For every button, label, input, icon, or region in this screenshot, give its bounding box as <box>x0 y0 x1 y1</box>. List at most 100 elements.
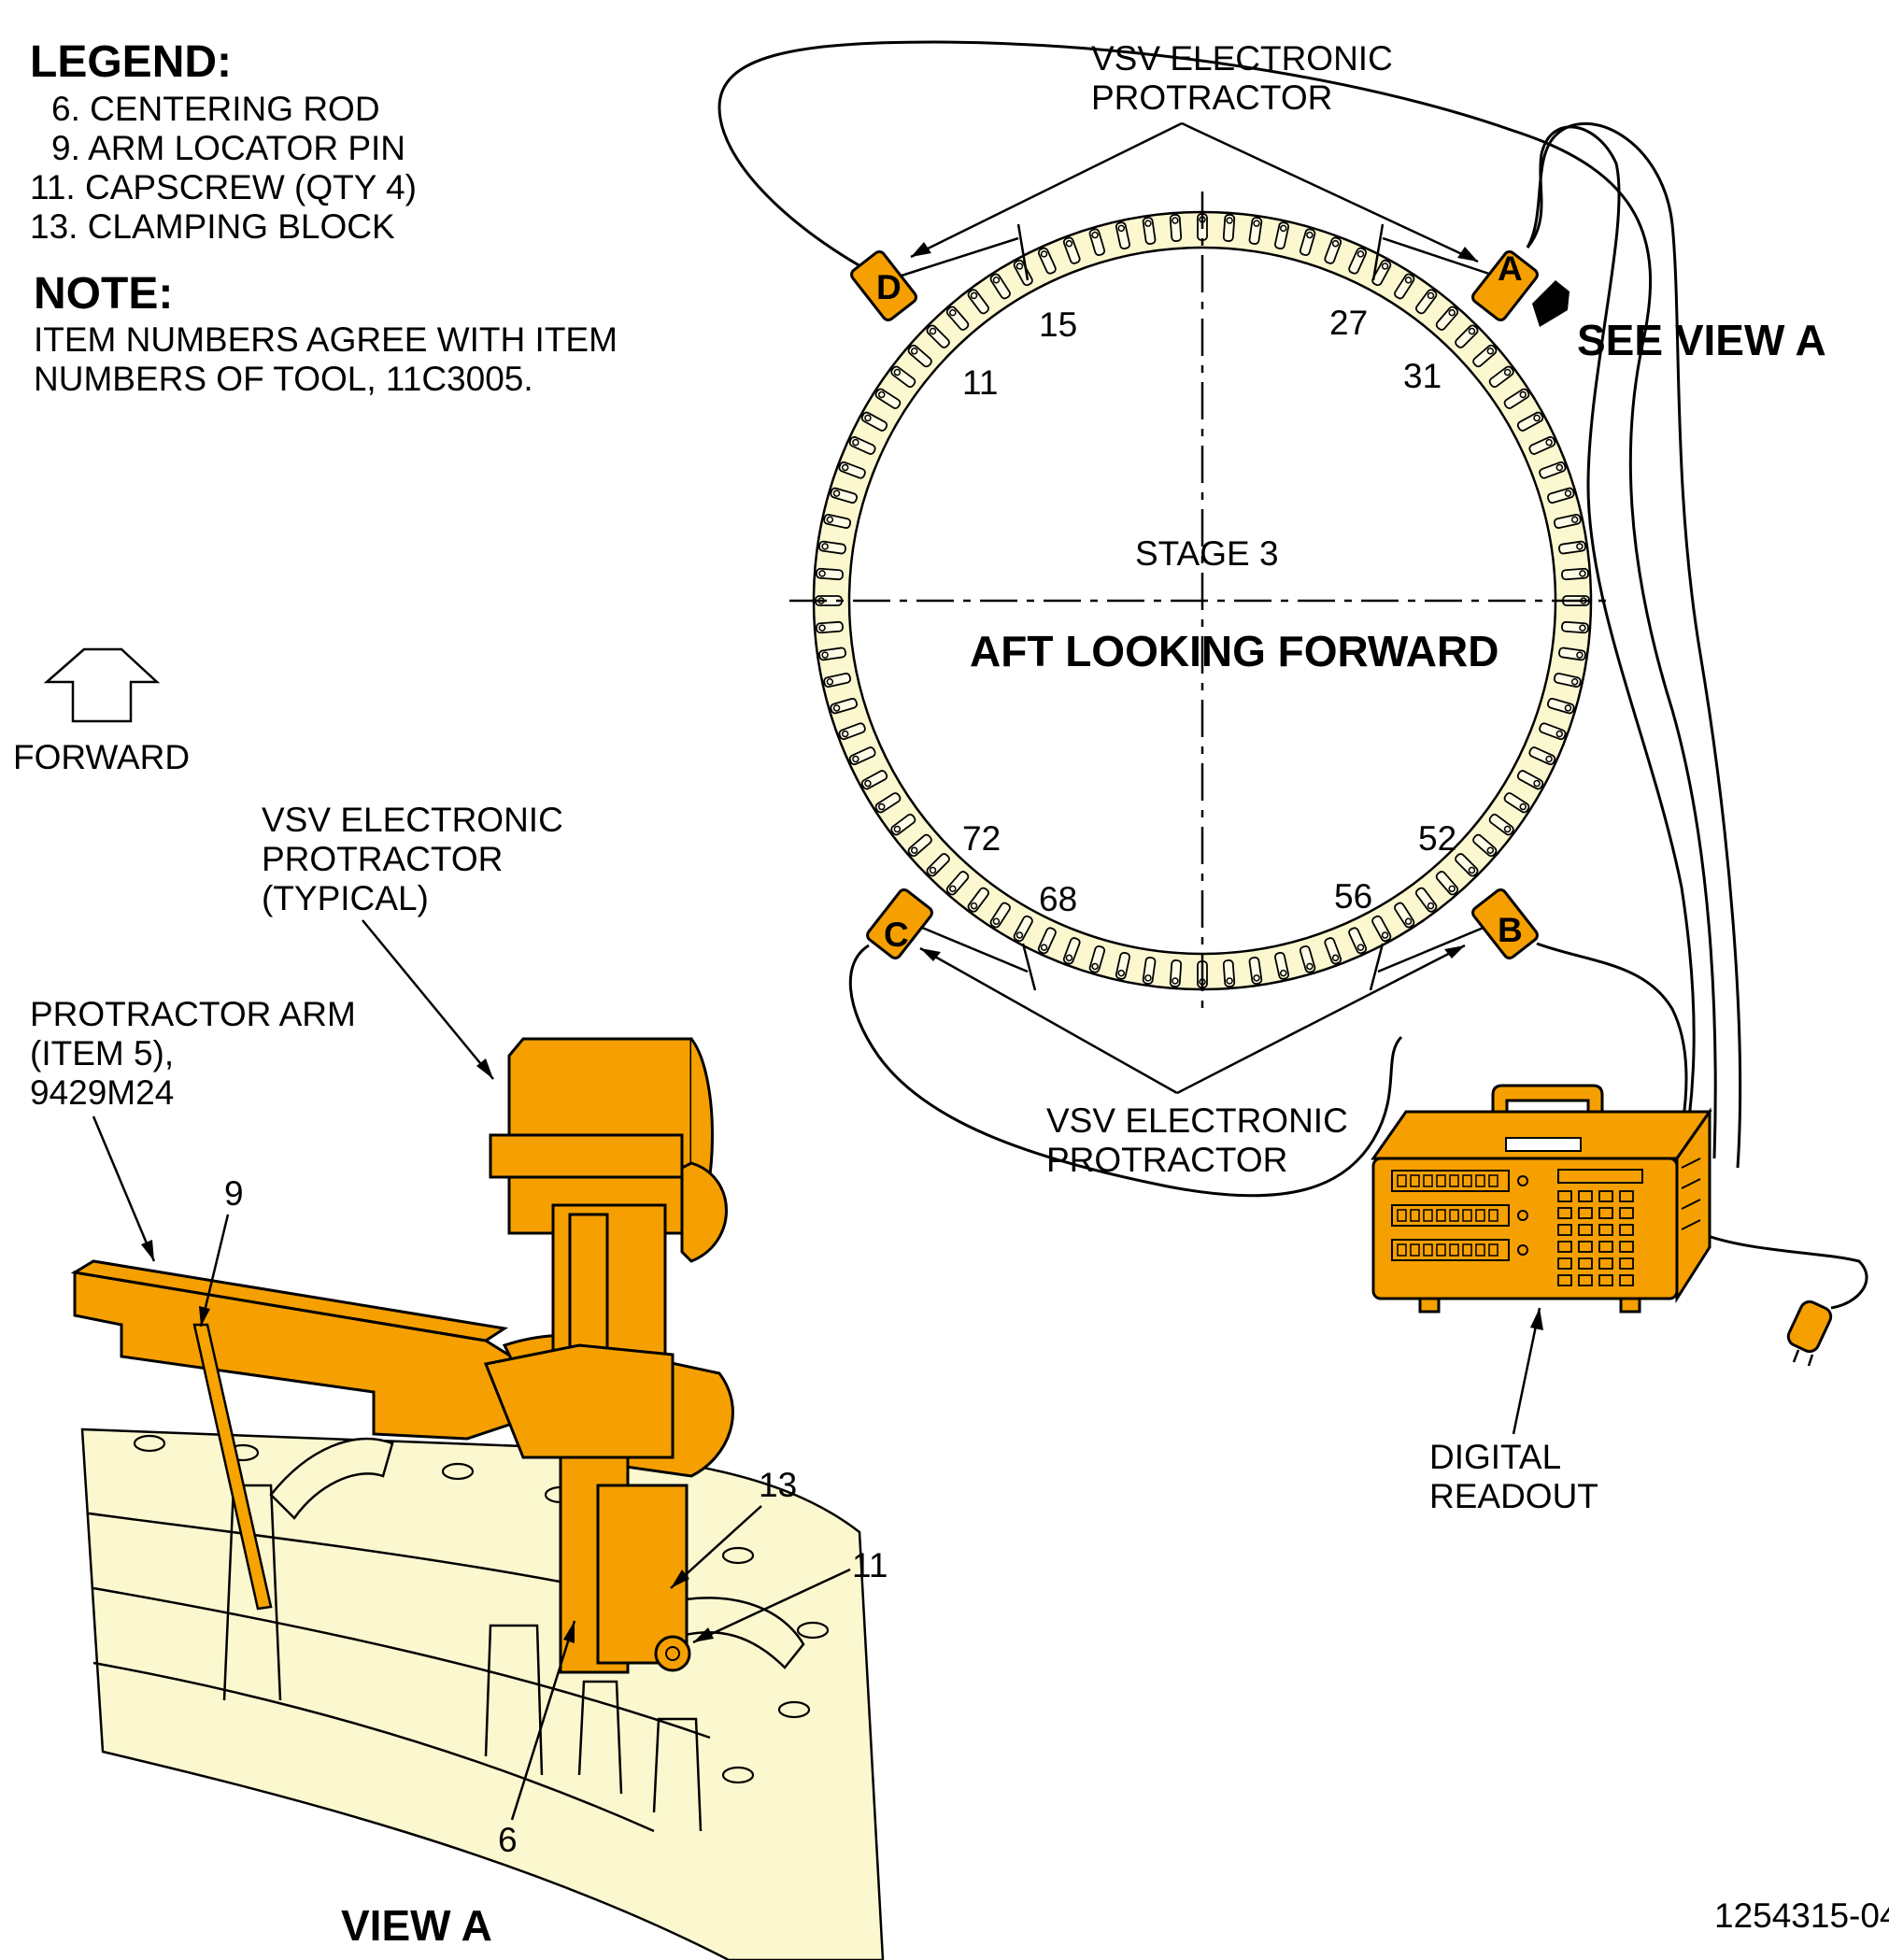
legend-item: 13. CLAMPING BLOCK <box>30 207 395 246</box>
arrowhead <box>1444 945 1465 959</box>
vane-lever <box>1371 259 1392 287</box>
protractor-label-top: PROTRACTOR <box>1091 78 1332 117</box>
vane-lever <box>1324 236 1342 264</box>
vane-lever <box>1037 927 1057 955</box>
vane-lever <box>1528 435 1556 455</box>
vane-lever <box>1088 945 1106 973</box>
vane-lever <box>1274 951 1290 980</box>
callout-number: 11 <box>852 1546 888 1584</box>
vane-number: 56 <box>1334 877 1372 916</box>
vane-lever <box>269 1437 394 1520</box>
vane-lever <box>890 814 916 836</box>
note-line: ITEM NUMBERS AGREE WITH ITEM <box>34 320 618 359</box>
vane-number: 15 <box>1039 305 1077 344</box>
vane-lever <box>1561 567 1589 581</box>
vane-lever <box>874 388 902 409</box>
readout-foot <box>1418 1297 1441 1314</box>
legend: LEGEND: 6. CENTERING ROD 9. ARM LOCATOR … <box>30 37 417 246</box>
vane-lever <box>1553 673 1582 689</box>
vane-lever <box>967 887 989 913</box>
vane-lever <box>823 513 852 529</box>
vane-lever <box>1394 902 1415 929</box>
vane-lever <box>1088 228 1106 256</box>
power-plug <box>1786 1300 1833 1367</box>
arm-label: PROTRACTOR ARM <box>30 995 356 1033</box>
vane-lever <box>1248 957 1263 985</box>
vane-levers <box>815 213 1590 988</box>
callout-number: 9 <box>224 1174 244 1213</box>
vane-lever <box>874 792 902 814</box>
arrowhead <box>141 1240 154 1261</box>
vane-lever <box>1274 221 1290 250</box>
vane-lever <box>1394 273 1415 300</box>
vane-lever <box>945 305 970 331</box>
vane-lever <box>1539 722 1567 741</box>
vane-lever <box>818 646 846 661</box>
vane-lever <box>1558 646 1586 661</box>
vane-lever <box>989 902 1011 929</box>
cables <box>717 40 1868 1310</box>
vane-lever <box>1299 945 1316 973</box>
vane-lever <box>1222 959 1236 987</box>
protractor-d: D <box>850 223 1030 322</box>
vane-number: 27 <box>1329 304 1368 342</box>
capscrew <box>654 1635 691 1672</box>
vane-lever <box>1222 214 1236 242</box>
clamping-block <box>596 1484 689 1665</box>
protractor-label-bottom: VSV ELECTRONIC <box>1046 1101 1348 1140</box>
vane-lever <box>1516 411 1544 432</box>
leader-line <box>510 1620 576 1821</box>
vane-lever <box>838 722 866 741</box>
vane-lever <box>1488 814 1514 836</box>
vane-lever <box>1169 214 1183 242</box>
arrowhead <box>911 242 931 257</box>
arrowhead <box>920 948 941 961</box>
vane-lever <box>1115 951 1130 980</box>
arrowhead <box>1457 247 1478 262</box>
leader-line <box>1512 1307 1541 1435</box>
see-view-arrow-icon <box>1532 280 1569 327</box>
vane-lever <box>818 540 846 555</box>
protractor-ring <box>680 1161 728 1263</box>
vane-lever <box>1142 957 1157 985</box>
protractor-arm-top <box>70 1259 509 1342</box>
vane-lever <box>1037 247 1057 275</box>
vane-lever <box>838 461 866 479</box>
vane-lever <box>1062 937 1081 965</box>
stage-label: STAGE 3 <box>1135 534 1279 573</box>
arm-locator-pin <box>192 1323 273 1611</box>
vane-lever <box>1503 792 1530 814</box>
vane-lever <box>1142 217 1157 245</box>
vane-lever <box>1415 887 1438 913</box>
vane-lever <box>1115 221 1130 250</box>
arrowhead <box>693 1627 714 1642</box>
readout-label: DIGITAL <box>1429 1438 1561 1476</box>
vane-lever <box>848 746 876 766</box>
digital-readout: DIGITAL READOUT <box>1371 1084 1833 1515</box>
note-title: NOTE: <box>34 269 173 319</box>
vane-lever <box>1169 959 1183 987</box>
readout-label: READOUT <box>1429 1477 1598 1515</box>
vane-number: 72 <box>962 819 1001 858</box>
vane-lever <box>1539 461 1567 479</box>
callout-number: 6 <box>498 1821 518 1859</box>
figure-id: 1254315-04 <box>1714 1896 1889 1935</box>
protractor-a: A <box>1371 223 1539 322</box>
vane-lever <box>926 324 950 348</box>
vane-lever <box>989 273 1011 300</box>
arrowhead <box>563 1621 575 1643</box>
vane-lever <box>1371 915 1392 943</box>
legend-item: 9. ARM LOCATOR PIN <box>51 129 405 167</box>
vane-lever <box>1547 487 1575 504</box>
leader-line <box>919 946 1178 1095</box>
legend-item: 6. CENTERING ROD <box>51 90 380 128</box>
protractor-collar <box>489 1133 684 1179</box>
readout-slot <box>1505 1137 1582 1152</box>
view-a-detail: VSV ELECTRONIC PROTRACTOR (TYPICAL) PROT… <box>30 801 888 1960</box>
leader-line <box>362 919 494 1080</box>
vane-lever <box>830 697 858 715</box>
position-label: C <box>884 916 909 954</box>
vane-lever <box>1488 365 1514 388</box>
typical-protractor-label: PROTRACTOR <box>262 840 503 878</box>
